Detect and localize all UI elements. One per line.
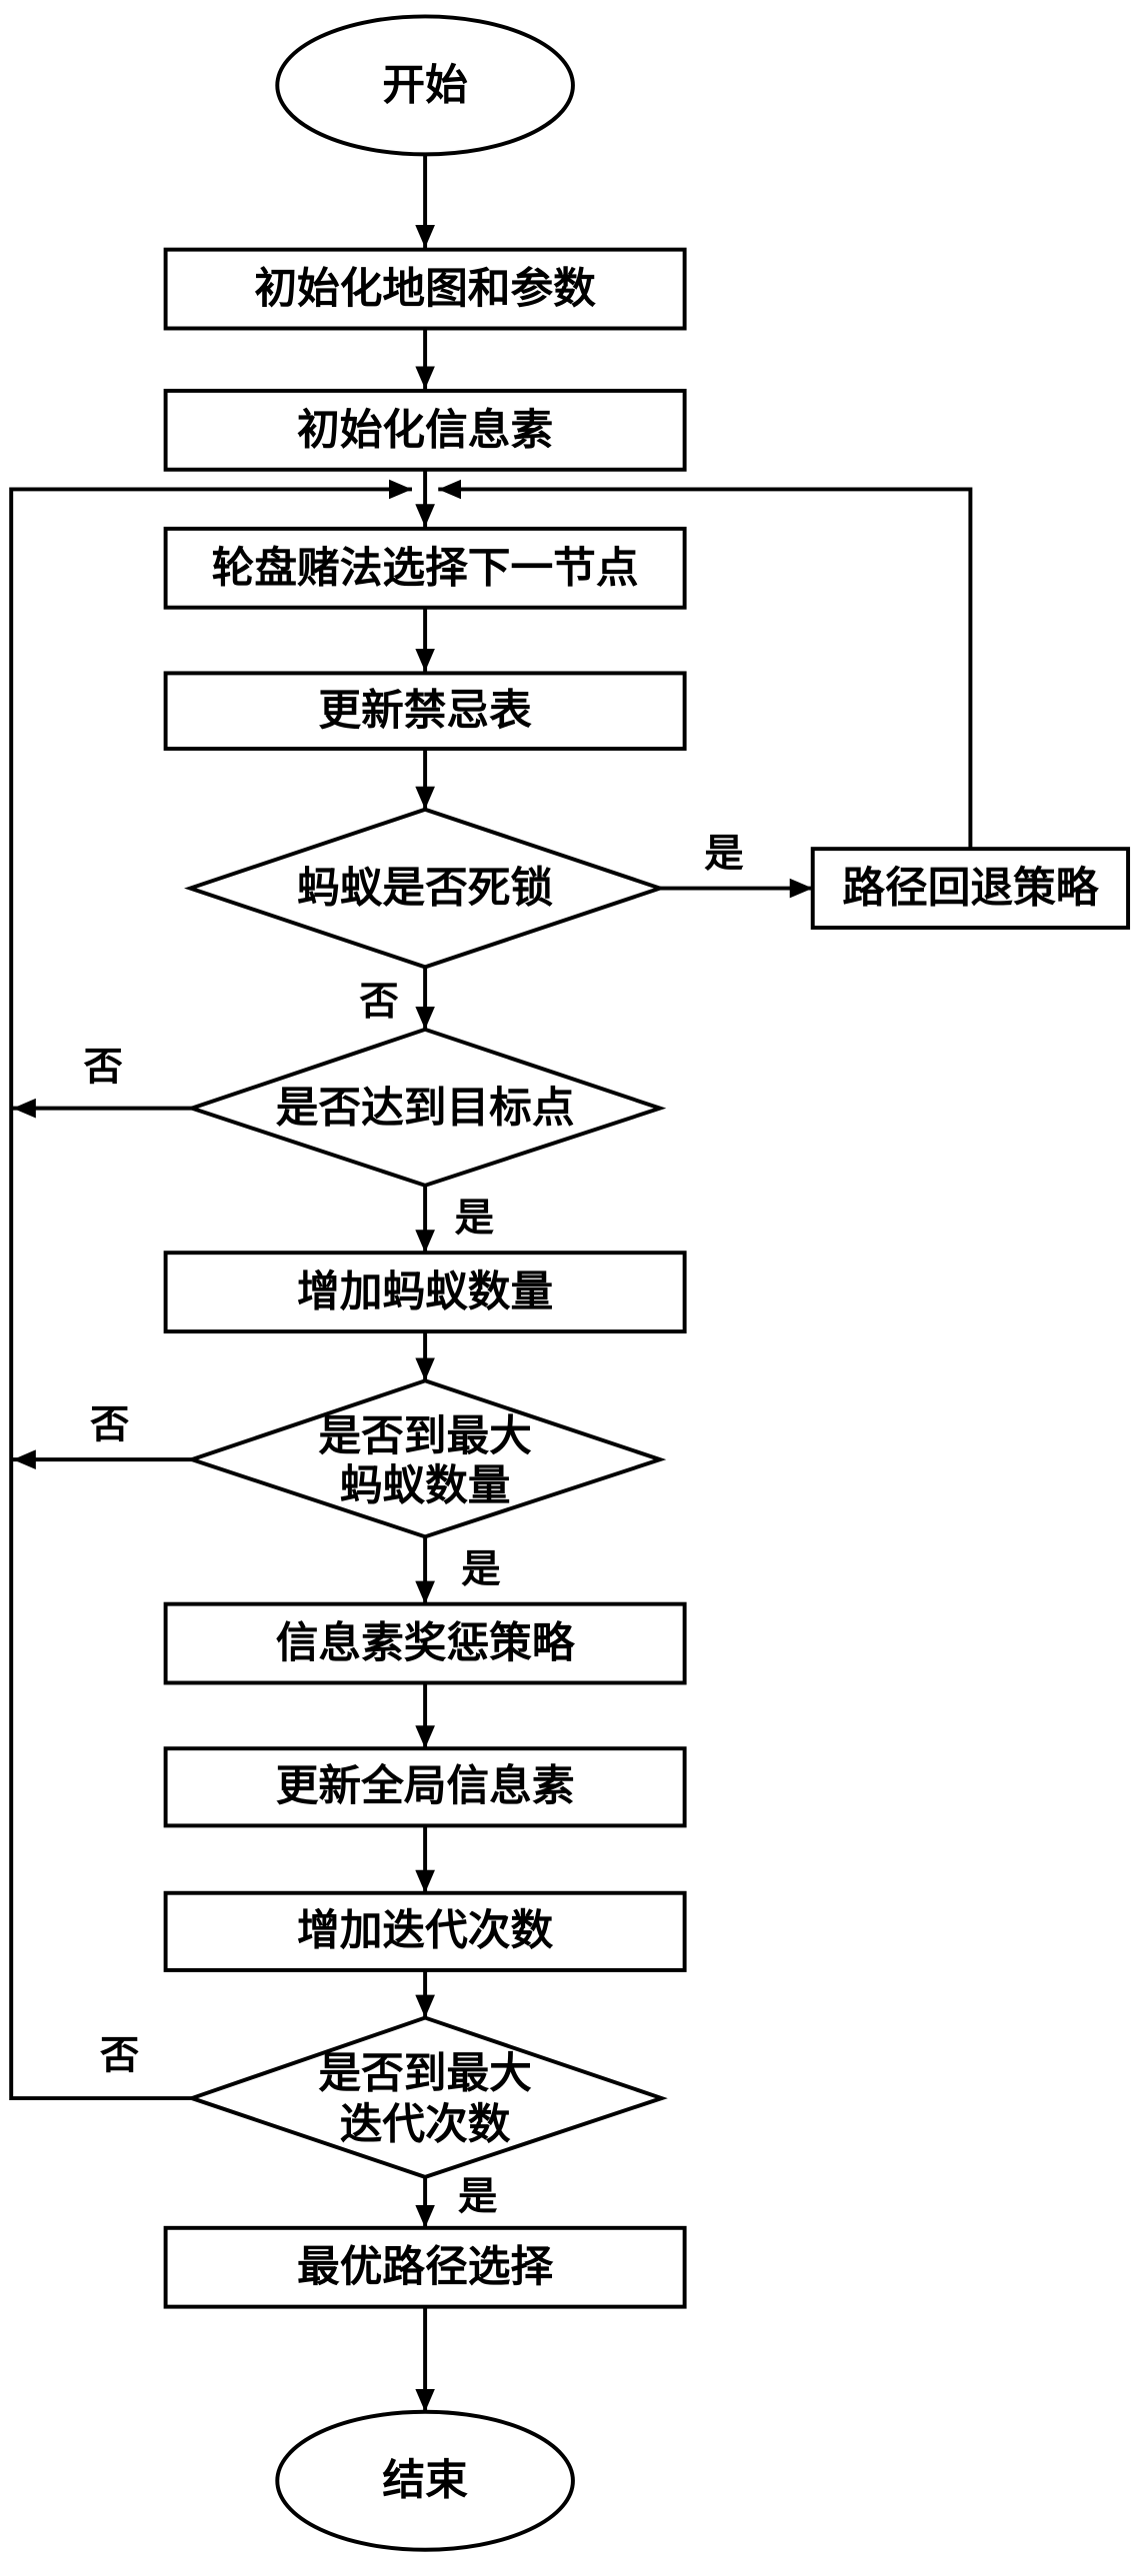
deadlock-no-label: 否 xyxy=(359,979,398,1025)
node-max-ants: 是否到最大 蚂蚁数量 xyxy=(185,1378,667,1539)
start-label: 开始 xyxy=(382,60,468,110)
update-global-box xyxy=(163,1746,687,1828)
reward-penalty-box xyxy=(163,1601,687,1685)
add-iterations-box xyxy=(163,1890,687,1972)
init-pheromone-label: 初始化信息素 xyxy=(297,405,553,455)
roulette-box xyxy=(163,526,687,610)
loop-backtrack-return-line xyxy=(438,479,973,850)
node-update-global: 更新全局信息素 xyxy=(163,1746,687,1828)
add-ants-label: 增加蚂蚁数量 xyxy=(297,1268,553,1317)
reach-target-diamond xyxy=(185,1027,667,1188)
backtrack-label: 路径回退策略 xyxy=(842,864,1099,914)
node-update-tabu: 更新禁忌表 xyxy=(163,671,687,751)
deadlock-yes-label: 是 xyxy=(704,831,744,877)
reach-target-yes-label: 是 xyxy=(455,1196,495,1242)
deadlock-label: 蚂蚁是否死锁 xyxy=(297,864,553,914)
add-iterations-label: 增加迭代次数 xyxy=(297,1906,553,1956)
max-iterations-label-line-2: 迭代次数 xyxy=(340,2099,511,2149)
loop-left-return-line xyxy=(9,479,412,2101)
reward-penalty-label: 信息素奖惩策略 xyxy=(276,1618,576,1668)
node-add-ants: 增加蚂蚁数量 xyxy=(163,1251,687,1333)
node-backtrack: 路径回退策略 xyxy=(810,847,1131,930)
node-init-pheromone: 初始化信息素 xyxy=(163,388,687,472)
end-label: 结束 xyxy=(382,2456,468,2506)
init-pheromone-box xyxy=(163,388,687,472)
max-iterations-yes-label: 是 xyxy=(458,2174,498,2220)
max-iterations-no-label: 否 xyxy=(100,2032,139,2078)
reach-target-label: 是否达到目标点 xyxy=(276,1084,575,1134)
node-init-map: 初始化地图和参数 xyxy=(163,247,687,331)
update-tabu-label: 更新禁忌表 xyxy=(318,686,532,736)
max-ants-label-line-2: 蚂蚁数量 xyxy=(340,1460,511,1510)
node-end: 结束 xyxy=(275,2409,575,2552)
node-deadlock: 蚂蚁是否死锁 xyxy=(184,807,667,970)
max-ants-yes-label: 是 xyxy=(461,1546,501,1592)
best-path-label: 最优路径选择 xyxy=(297,2242,553,2292)
max-ants-label-line-1: 是否到最大 xyxy=(318,1411,532,1461)
deadlock-diamond xyxy=(184,807,667,970)
node-best-path: 最优路径选择 xyxy=(163,2225,687,2309)
update-tabu-box xyxy=(163,671,687,751)
add-ants-box xyxy=(163,1251,687,1333)
end-ellipse xyxy=(275,2409,575,2552)
init-map-box xyxy=(163,247,687,331)
edge-labels: 是 否 否 是 否 是 否 是 xyxy=(83,831,744,2220)
max-ants-no-label: 否 xyxy=(90,1402,129,1448)
start-ellipse xyxy=(275,14,575,157)
reach-target-no-label: 否 xyxy=(83,1045,122,1091)
init-map-label: 初始化地图和参数 xyxy=(254,264,596,314)
node-reach-target: 是否达到目标点 xyxy=(185,1027,667,1188)
node-max-iterations: 是否到最大 迭代次数 xyxy=(185,2015,668,2179)
best-path-box xyxy=(163,2225,687,2309)
max-ants-diamond xyxy=(185,1378,667,1539)
update-global-label: 更新全局信息素 xyxy=(276,1761,575,1811)
max-iterations-label-line-1: 是否到最大 xyxy=(318,2048,532,2098)
roulette-label: 轮盘赌法选择下一节点 xyxy=(212,543,639,593)
node-start: 开始 xyxy=(275,14,575,157)
node-add-iterations: 增加迭代次数 xyxy=(163,1890,687,1972)
node-roulette: 轮盘赌法选择下一节点 xyxy=(163,526,687,610)
node-reward-penalty: 信息素奖惩策略 xyxy=(163,1601,687,1685)
backtrack-box xyxy=(810,847,1131,930)
max-iterations-diamond xyxy=(185,2015,668,2179)
edges xyxy=(9,154,973,2412)
